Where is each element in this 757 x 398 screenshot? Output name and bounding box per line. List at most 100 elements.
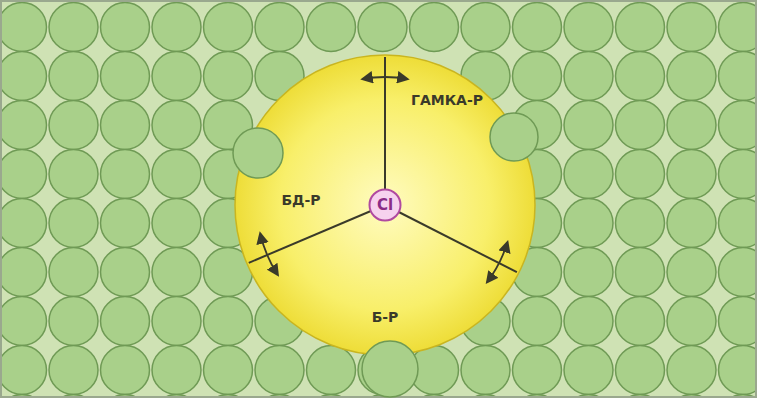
lipid-head	[667, 297, 716, 346]
lipid-head	[564, 297, 613, 346]
lipid-head	[307, 346, 356, 395]
lipid-head	[564, 3, 613, 52]
lipid-head	[49, 248, 98, 297]
lipid-head	[461, 346, 510, 395]
lipid-head	[101, 3, 150, 52]
lipid-head	[152, 248, 201, 297]
sector-line	[249, 205, 385, 263]
lipid-head	[101, 248, 150, 297]
lipid-head	[0, 52, 47, 101]
lipid-head	[0, 346, 47, 395]
lipid-head	[616, 3, 665, 52]
lipid-head	[101, 199, 150, 248]
lipid-head	[564, 101, 613, 150]
lipid-head	[307, 3, 356, 52]
lipid-head	[719, 150, 757, 199]
lipid-head	[667, 150, 716, 199]
lipid-head	[358, 3, 407, 52]
lipid-head	[101, 346, 150, 395]
lipid-head	[0, 199, 47, 248]
subunit-label: ГАМКА-Р	[411, 92, 483, 108]
lipid-head	[616, 150, 665, 199]
binding-site-notch	[490, 113, 538, 161]
lipid-head	[461, 3, 510, 52]
rotation-arrow	[487, 242, 507, 282]
lipid-head	[49, 150, 98, 199]
lipid-head	[513, 297, 562, 346]
rotation-arrow	[260, 234, 277, 275]
binding-site-notch	[362, 341, 418, 397]
lipid-head	[667, 52, 716, 101]
lipid-head	[152, 101, 201, 150]
lipid-head	[152, 150, 201, 199]
lipid-head	[49, 297, 98, 346]
lipid-head	[667, 346, 716, 395]
lipid-head	[152, 297, 201, 346]
lipid-head	[667, 3, 716, 52]
lipid-head	[719, 52, 757, 101]
lipid-head	[0, 150, 47, 199]
lipid-head	[410, 3, 459, 52]
lipid-head	[616, 101, 665, 150]
lipid-head	[616, 346, 665, 395]
lipid-head	[0, 248, 47, 297]
lipid-head	[204, 52, 253, 101]
subunit-label: БД-Р	[281, 192, 320, 208]
chloride-channel: Cl	[368, 188, 402, 222]
lipid-head	[616, 199, 665, 248]
lipid-head	[152, 52, 201, 101]
lipid-head	[719, 3, 757, 52]
lipid-head	[513, 52, 562, 101]
lipid-head	[564, 346, 613, 395]
lipid-head	[719, 346, 757, 395]
subunit-label: Б-Р	[372, 309, 399, 325]
lipid-head	[255, 3, 304, 52]
lipid-head	[204, 346, 253, 395]
lipid-head	[49, 346, 98, 395]
lipid-head	[564, 150, 613, 199]
lipid-head	[0, 3, 47, 52]
lipid-head	[564, 248, 613, 297]
lipid-head	[719, 199, 757, 248]
lipid-head	[564, 52, 613, 101]
lipid-head	[0, 101, 47, 150]
lipid-head	[101, 52, 150, 101]
lipid-head	[667, 101, 716, 150]
lipid-head	[49, 199, 98, 248]
lipid-head	[513, 3, 562, 52]
sector-line	[384, 57, 386, 205]
binding-site-notch	[233, 128, 283, 178]
lipid-head	[513, 346, 562, 395]
lipid-head	[49, 52, 98, 101]
lipid-head	[49, 101, 98, 150]
lipid-head	[101, 101, 150, 150]
lipid-head	[719, 101, 757, 150]
lipid-head	[616, 297, 665, 346]
receptor-complex: ГАМКА-Р БД-Р Б-Р Cl	[235, 55, 535, 355]
lipid-head	[49, 3, 98, 52]
sector-line	[385, 205, 517, 272]
lipid-head	[616, 248, 665, 297]
rotation-arrow	[363, 77, 407, 79]
channel-pore	[370, 190, 401, 221]
lipid-head	[719, 248, 757, 297]
lipid-head	[0, 297, 47, 346]
lipid-head	[667, 248, 716, 297]
receptor-disc	[235, 55, 535, 355]
ion-label: Cl	[377, 196, 393, 214]
lipid-head	[101, 150, 150, 199]
lipid-head	[101, 297, 150, 346]
lipid-head	[255, 346, 304, 395]
lipid-head	[152, 199, 201, 248]
lipid-head	[204, 297, 253, 346]
lipid-head	[667, 199, 716, 248]
lipid-head	[616, 52, 665, 101]
lipid-head	[564, 199, 613, 248]
lipid-head	[152, 346, 201, 395]
lipid-head	[719, 297, 757, 346]
lipid-head	[152, 3, 201, 52]
lipid-head	[204, 3, 253, 52]
